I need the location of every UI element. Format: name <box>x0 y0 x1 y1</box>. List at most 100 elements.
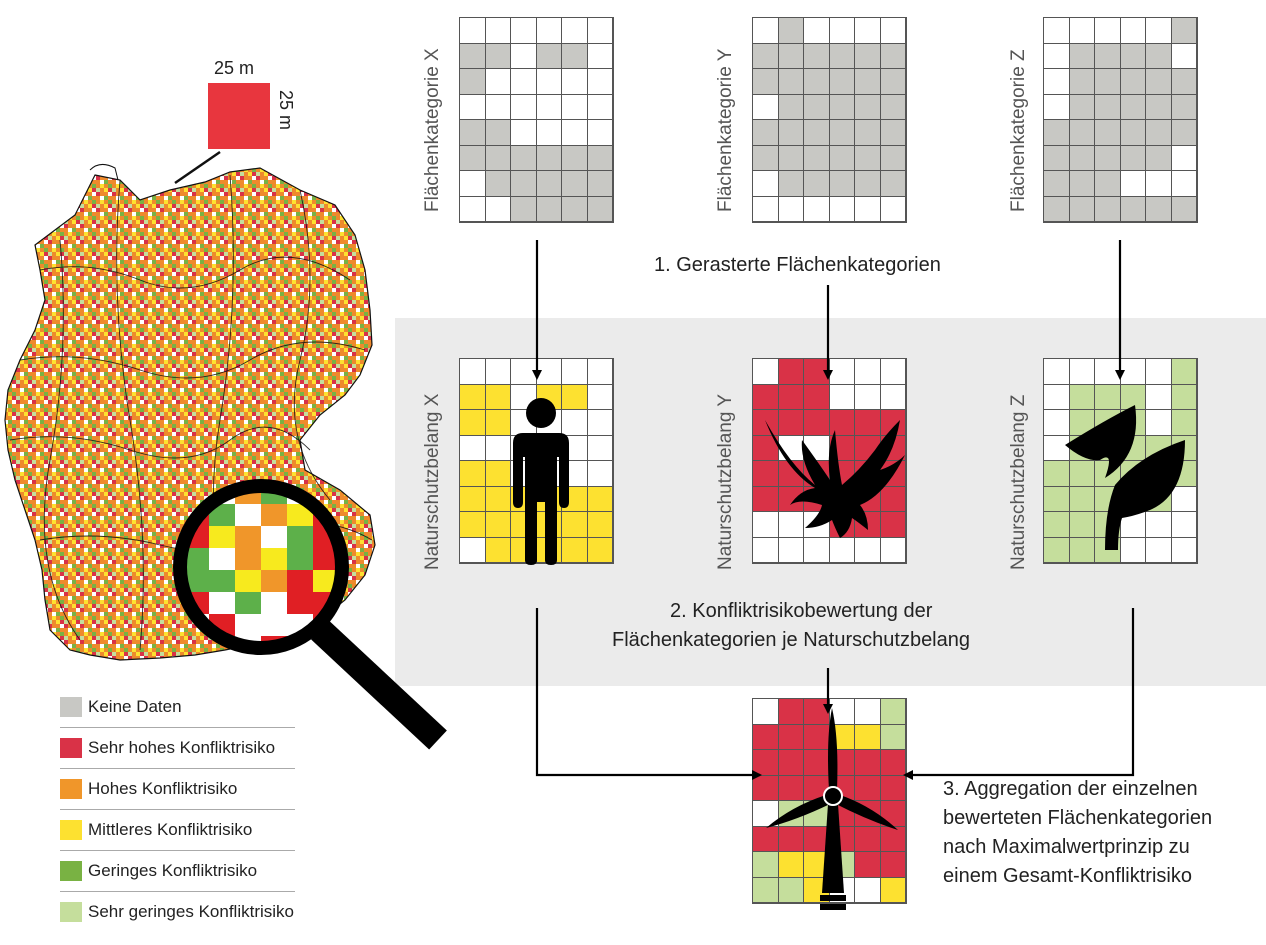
grid-cell <box>460 94 486 120</box>
grid-cell <box>587 410 613 436</box>
grid-cell <box>1095 120 1121 146</box>
grid-cell <box>778 750 804 776</box>
grid-cell <box>778 171 804 197</box>
grid-cell <box>829 537 855 563</box>
legend-swatch <box>60 779 82 799</box>
magnifier-cell <box>313 570 336 592</box>
grid-cell <box>778 724 804 750</box>
grid-cell <box>1095 69 1121 95</box>
grid-cell <box>829 171 855 197</box>
grid-cell <box>1171 94 1197 120</box>
grid-cell <box>1069 18 1095 44</box>
grid-cell <box>778 512 804 538</box>
grid-cell <box>753 171 779 197</box>
grid-cell <box>587 435 613 461</box>
grid-cell <box>1171 43 1197 69</box>
grid-cell <box>855 877 881 903</box>
grid-cell <box>753 384 779 410</box>
grid-cell <box>1069 69 1095 95</box>
grid-cell <box>880 852 906 878</box>
grid-cell <box>1069 196 1095 222</box>
grid-cell <box>485 120 511 146</box>
grid-cell <box>1069 486 1095 512</box>
magnifier-cell <box>313 548 336 570</box>
grid-cell <box>460 145 486 171</box>
grid-cell <box>1069 359 1095 385</box>
grid-cell <box>778 120 804 146</box>
scale-height-label: 25 m <box>276 90 296 131</box>
magnifier-cell <box>261 614 287 636</box>
grid-cell <box>485 512 511 538</box>
grid-cell <box>562 69 588 95</box>
grid-cell <box>1146 512 1172 538</box>
grid-cell <box>880 775 906 801</box>
grid-cell <box>460 435 486 461</box>
grid-cell <box>1069 145 1095 171</box>
step2-label-line1: 2. Konfliktrisikobewertung der <box>670 600 933 622</box>
category-grid-y <box>752 17 907 223</box>
aggregate-grid <box>752 698 907 904</box>
grid-cell <box>536 94 562 120</box>
grid-cell <box>855 852 881 878</box>
grid-cell <box>855 94 881 120</box>
grid-cell <box>1120 537 1146 563</box>
grid-cell <box>804 537 830 563</box>
grid-cell <box>511 145 537 171</box>
grid-cell <box>587 43 613 69</box>
grid-cell <box>460 359 486 385</box>
grid-cell <box>460 43 486 69</box>
grid-cell <box>1171 18 1197 44</box>
grid-cell <box>804 359 830 385</box>
category-raster <box>459 17 614 223</box>
step1-label: 1. Gerasterte Flächenkategorien <box>654 254 941 276</box>
grid-cell <box>753 359 779 385</box>
grid-cell <box>753 18 779 44</box>
grid-cell <box>1095 196 1121 222</box>
grid-cell <box>753 145 779 171</box>
grid-cell <box>855 196 881 222</box>
magnifier-cell <box>209 592 235 614</box>
wind-turbine-icon <box>766 708 898 910</box>
grid-cell <box>829 18 855 44</box>
legend-item: Geringes Konfliktrisiko <box>60 851 295 892</box>
grid-cell <box>536 120 562 146</box>
grid-cell <box>855 826 881 852</box>
grid-cell <box>1120 171 1146 197</box>
grid-cell <box>485 171 511 197</box>
grid-cell <box>1171 69 1197 95</box>
grid-cell <box>562 537 588 563</box>
grid-cell <box>829 94 855 120</box>
grid-cell <box>1044 43 1070 69</box>
grid-cell <box>880 826 906 852</box>
legend-swatch <box>60 902 82 922</box>
grid-cell <box>587 537 613 563</box>
legend-swatch <box>60 697 82 717</box>
legend-label: Keine Daten <box>88 697 182 716</box>
magnifier-cell <box>261 592 287 614</box>
grid-cell <box>1146 410 1172 436</box>
grid-cell <box>753 826 779 852</box>
grid-cell <box>829 410 855 436</box>
grid-cell <box>536 171 562 197</box>
grid-cell <box>855 171 881 197</box>
magnifier-cell <box>235 504 261 526</box>
grid-cell <box>511 120 537 146</box>
grid-cell <box>804 750 830 776</box>
grid-cell <box>1044 196 1070 222</box>
magnifier-cell <box>209 526 235 548</box>
magnifier-cell <box>287 526 313 548</box>
grid-cell <box>511 171 537 197</box>
grid-cell <box>1044 359 1070 385</box>
grid-cell <box>485 18 511 44</box>
grid-cell <box>804 94 830 120</box>
grid-cell <box>536 196 562 222</box>
grid-cell <box>778 196 804 222</box>
grid-cell <box>587 171 613 197</box>
grid-cell <box>1120 18 1146 44</box>
grid-cell <box>460 120 486 146</box>
grid-cell <box>778 826 804 852</box>
grid-cell <box>485 69 511 95</box>
grid-cell <box>880 359 906 385</box>
grid-cell <box>829 359 855 385</box>
grid-cell <box>1095 18 1121 44</box>
